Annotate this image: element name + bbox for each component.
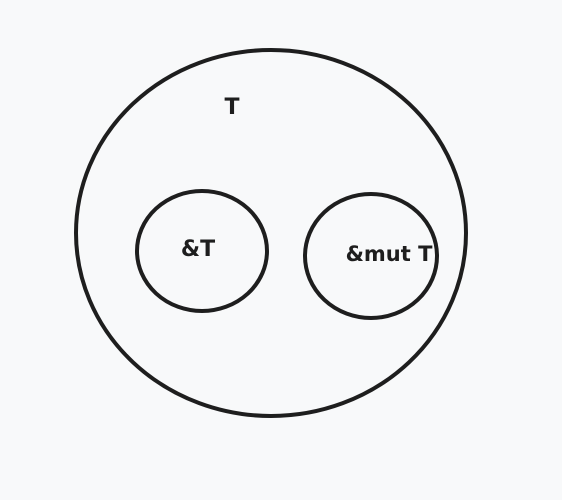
- mut-ref-set-label: &mut T: [346, 242, 433, 266]
- mut-ref-set-circle: [303, 192, 439, 320]
- outer-set-label: T: [224, 95, 239, 120]
- shared-ref-set-label: &T: [181, 237, 215, 262]
- outer-set-circle: [74, 48, 468, 418]
- shared-ref-set-circle: [135, 189, 269, 313]
